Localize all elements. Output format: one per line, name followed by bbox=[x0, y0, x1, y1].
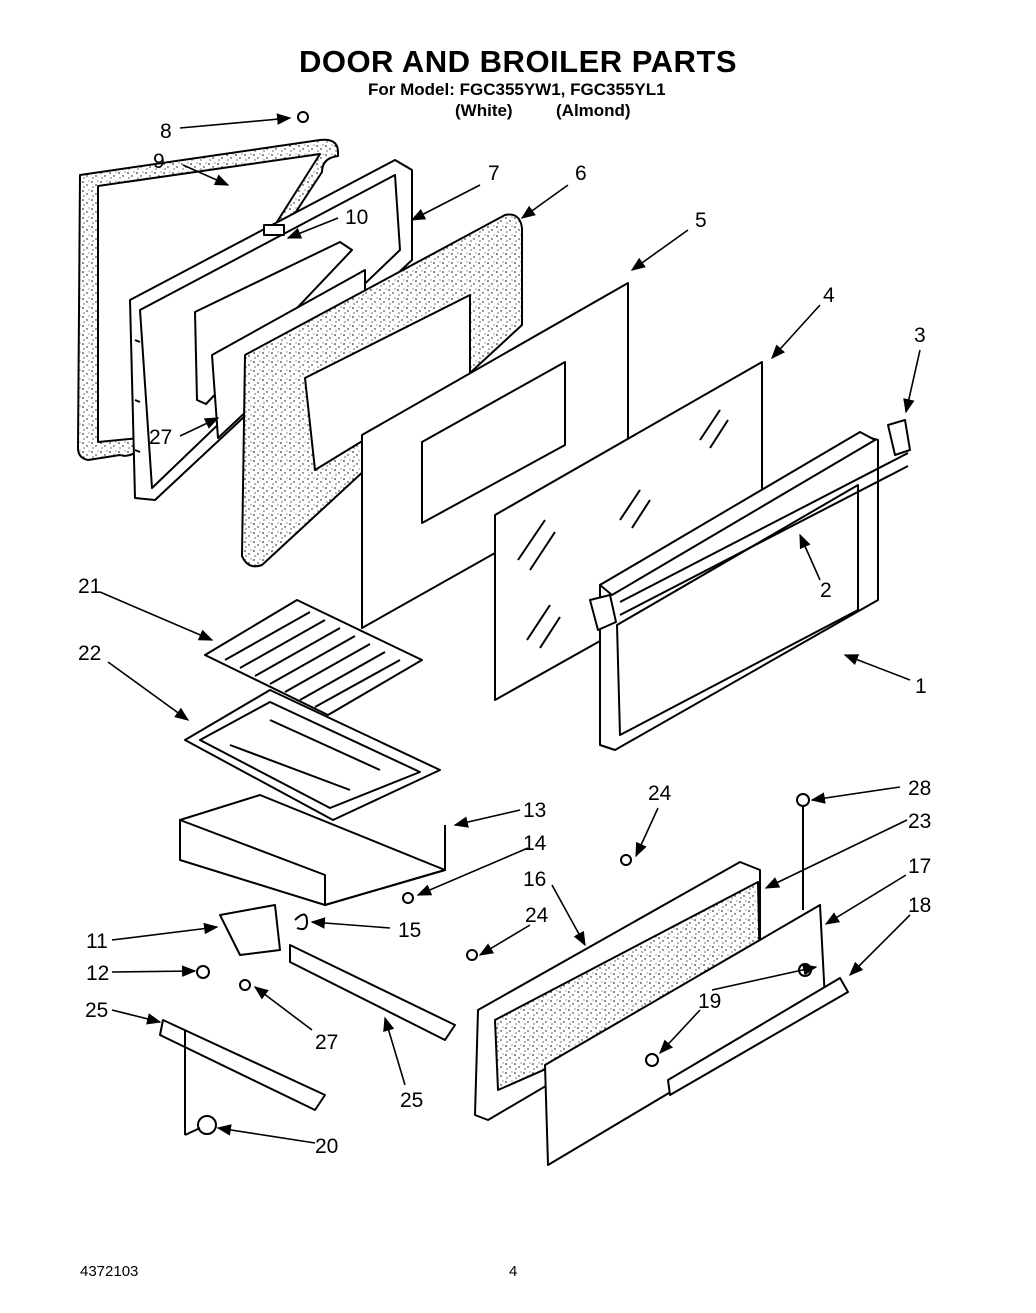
door-insulation-part bbox=[241, 213, 523, 568]
callout-9: 9 bbox=[153, 150, 165, 173]
callout-11: 11 bbox=[86, 930, 108, 953]
callout-labels: 8 9 7 6 10 5 4 3 2 1 27 21 22 13 14 15 1… bbox=[78, 120, 931, 1158]
document-number: 4372103 bbox=[80, 1263, 139, 1280]
callout-18: 18 bbox=[908, 894, 931, 917]
callout-23: 23 bbox=[908, 810, 931, 833]
broiler-grid-part bbox=[204, 599, 423, 716]
callout-21: 21 bbox=[78, 575, 101, 598]
callout-3: 3 bbox=[914, 324, 926, 347]
broiler-drawer-part bbox=[179, 794, 446, 906]
callout-2: 2 bbox=[820, 579, 832, 602]
door-frame-part bbox=[589, 419, 911, 751]
callout-27: 27 bbox=[149, 426, 172, 449]
callout-24-top: 24 bbox=[648, 782, 672, 805]
callout-25-left: 25 bbox=[85, 999, 108, 1022]
variant-almond: (Almond) bbox=[556, 101, 631, 120]
callout-22: 22 bbox=[78, 642, 101, 665]
callout-26: 27 bbox=[315, 1031, 338, 1054]
callout-6: 6 bbox=[575, 162, 587, 185]
callout-7: 7 bbox=[488, 162, 500, 185]
page-title: DOOR AND BROILER PARTS bbox=[298, 44, 738, 79]
bracket-parts bbox=[159, 904, 456, 1136]
callout-10: 10 bbox=[345, 206, 368, 229]
page-number: 4 bbox=[509, 1263, 518, 1280]
callout-28: 28 bbox=[908, 777, 931, 800]
callout-17: 17 bbox=[908, 855, 931, 878]
callout-13: 13 bbox=[523, 799, 546, 822]
callout-12: 12 bbox=[86, 962, 109, 985]
fasteners bbox=[294, 111, 810, 961]
variant-white: (White) bbox=[455, 101, 513, 120]
broiler-pan-part bbox=[184, 689, 441, 821]
callout-4: 4 bbox=[823, 284, 835, 307]
callout-20: 20 bbox=[315, 1135, 338, 1158]
broiler-door-part bbox=[474, 805, 849, 1166]
callout-15: 15 bbox=[398, 919, 421, 942]
callout-1: 1 bbox=[915, 675, 927, 698]
callout-25-bottom: 25 bbox=[400, 1089, 423, 1112]
callout-14: 14 bbox=[523, 832, 547, 855]
callout-24-left: 24 bbox=[525, 904, 549, 927]
callout-16: 16 bbox=[523, 868, 546, 891]
callout-19: 19 bbox=[698, 990, 721, 1013]
leader-lines bbox=[99, 113, 921, 1144]
model-line: For Model: FGC355YW1, FGC355YL1 bbox=[368, 80, 666, 99]
callout-5: 5 bbox=[695, 209, 707, 232]
callout-8: 8 bbox=[160, 120, 172, 143]
